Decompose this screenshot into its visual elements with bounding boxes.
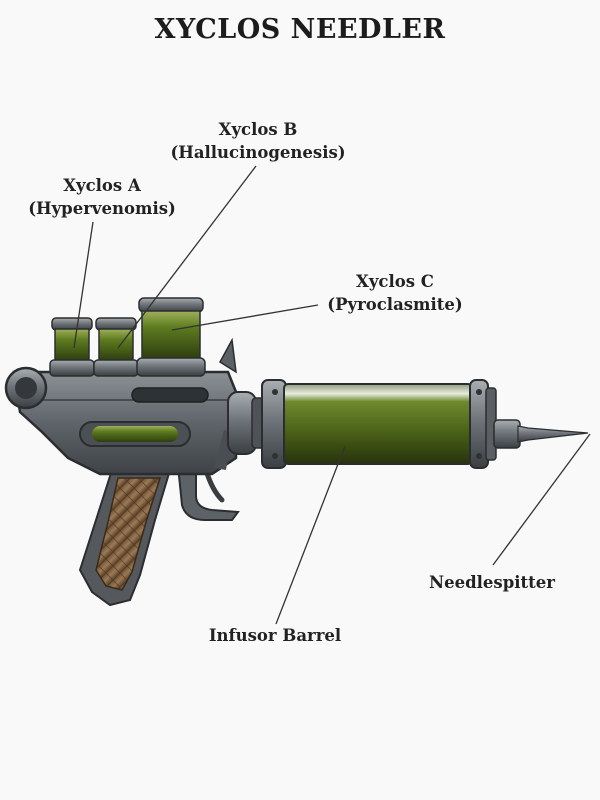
label-xyclos-b-name: Xyclos B	[218, 120, 298, 139]
pistol-grip	[78, 469, 172, 607]
leader-xyclos-b	[117, 165, 257, 349]
leader-xyclos-c	[171, 304, 319, 331]
vial-xyclos-c	[136, 297, 206, 377]
barrel-collar	[227, 391, 267, 455]
label-xyclos-c-name: Xyclos C	[356, 272, 434, 291]
needlespitter-nozzle	[493, 419, 589, 449]
diagram-title: XYCLOS NEEDLER	[154, 14, 446, 45]
leader-infusor-barrel	[275, 445, 346, 625]
vial-xyclos-b	[93, 317, 139, 377]
label-xyclos-b-sub: (Hallucinogenesis)	[170, 143, 346, 162]
label-xyclos-c: Xyclos C (Pyroclasmite)	[310, 270, 480, 316]
label-xyclos-a-sub: (Hypervenomis)	[28, 199, 176, 218]
label-xyclos-c-sub: (Pyroclasmite)	[327, 295, 463, 314]
label-needlespitter: Needlespitter	[429, 573, 555, 592]
infusor-barrel	[261, 379, 497, 469]
receiver-body	[4, 337, 238, 476]
label-xyclos-b: Xyclos B (Hallucinogenesis)	[158, 118, 358, 164]
label-xyclos-a-name: Xyclos A	[63, 176, 141, 195]
label-infusor-barrel: Infusor Barrel	[208, 626, 342, 645]
leader-needlespitter	[492, 433, 591, 566]
vial-xyclos-a	[49, 317, 95, 377]
leader-xyclos-a	[73, 221, 94, 349]
label-xyclos-a: Xyclos A (Hypervenomis)	[12, 174, 192, 220]
